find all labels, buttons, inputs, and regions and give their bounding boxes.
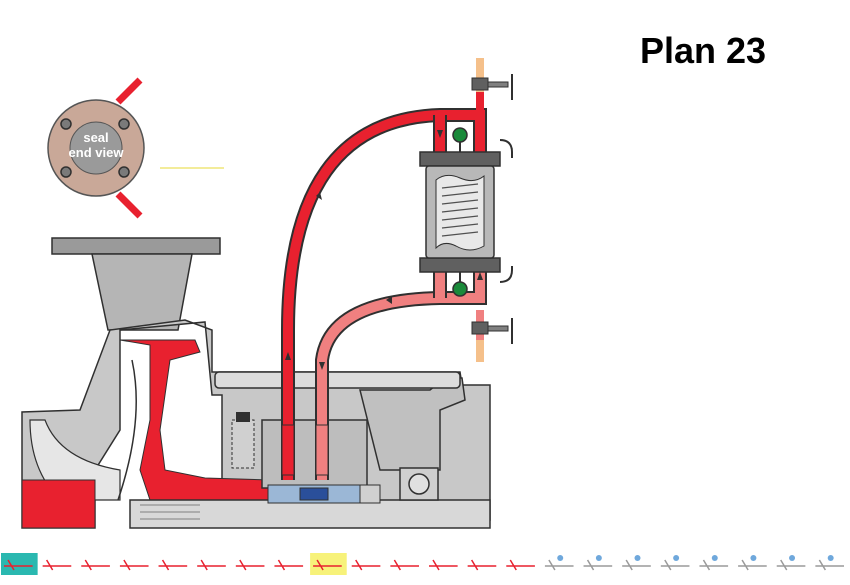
thumbnail-item[interactable]: [773, 553, 811, 575]
thumbnail-strip: [1, 553, 849, 575]
thumbnail-item[interactable]: [387, 553, 424, 575]
thumbnail-item[interactable]: [116, 553, 154, 575]
thumbnail-item[interactable]: [735, 553, 772, 575]
seal-gland: [231, 412, 381, 504]
seal-cooler: [419, 139, 513, 283]
seal-label-line2: end view: [68, 145, 124, 160]
pump-casing: [21, 237, 491, 529]
thumbnail-item[interactable]: [464, 553, 502, 575]
thumbnail-item[interactable]: [580, 553, 618, 575]
cool-return-line: [315, 265, 487, 480]
thumbnail-item[interactable]: [812, 553, 849, 575]
seal-end-view-label: seal end view: [58, 130, 134, 160]
page-title: Plan 23: [640, 30, 767, 71]
thumbnail-item[interactable]: [619, 553, 656, 575]
thumbnail-item[interactable]: [232, 553, 270, 575]
seal-label-line1: seal: [83, 130, 109, 145]
valve-icon: [471, 58, 513, 362]
thumbnail-item[interactable]: [657, 553, 695, 575]
thumbnail-item[interactable]: [426, 553, 463, 575]
thumbnail-item[interactable]: [39, 553, 77, 575]
bolt-icon: [60, 118, 130, 178]
thumbnail-item[interactable]: [78, 553, 115, 575]
thumbnail-item[interactable]: [503, 553, 540, 575]
flow-arrow-icon: [285, 130, 483, 370]
thumbnail-item[interactable]: [310, 553, 347, 575]
thumbnail-item[interactable]: [271, 553, 309, 575]
thumbnail-item[interactable]: [155, 553, 193, 575]
thumbnail-item[interactable]: [696, 553, 734, 575]
thumbnail-item[interactable]: [348, 553, 386, 575]
pump-shaft: [129, 499, 491, 529]
thumbnail-item[interactable]: [541, 553, 579, 575]
thumbnail-item[interactable]: [194, 553, 231, 575]
impeller-fluid: [21, 339, 271, 529]
bearing: [399, 467, 439, 501]
thumbnail-item[interactable]: [1, 553, 38, 575]
pressure-gauge-icon: [452, 127, 468, 297]
